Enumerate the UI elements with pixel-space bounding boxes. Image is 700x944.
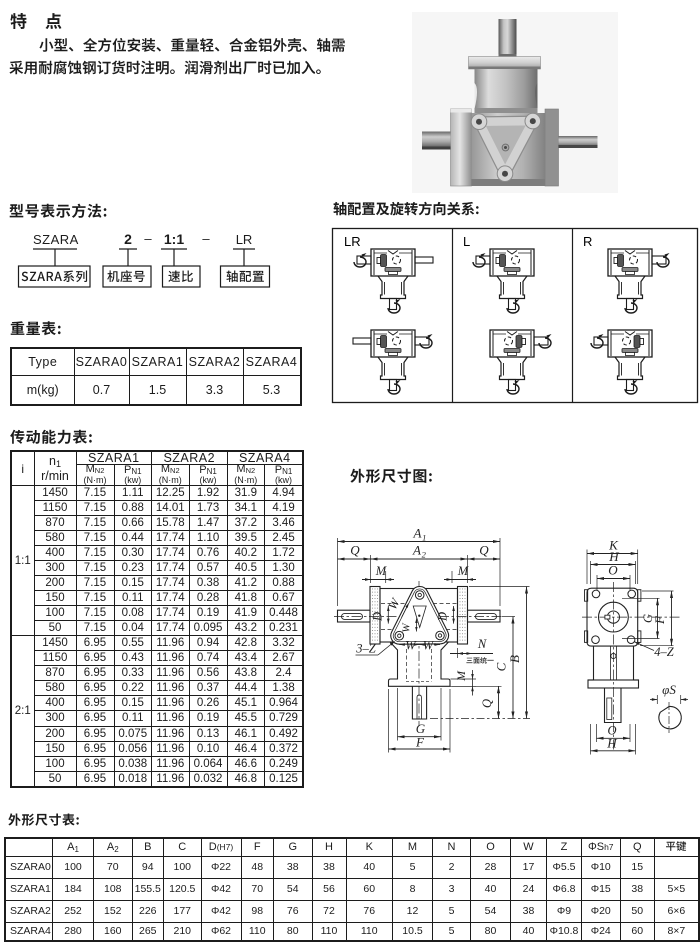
svg-text:H: H: [606, 736, 617, 751]
svg-text:W: W: [405, 639, 417, 653]
svg-text:C: C: [494, 662, 509, 671]
svg-text:G: G: [641, 614, 655, 623]
svg-text:B: B: [507, 655, 522, 663]
svg-text:2: 2: [422, 550, 427, 560]
svg-text:W: W: [423, 639, 435, 653]
svg-text:H: H: [608, 549, 619, 564]
svg-text:D: D: [436, 612, 450, 622]
svg-text:Q: Q: [350, 543, 360, 558]
svg-text:N: N: [477, 637, 487, 651]
svg-text:M: M: [457, 564, 469, 578]
svg-text:K: K: [608, 538, 619, 553]
svg-text:L: L: [463, 234, 470, 249]
svg-text:LR: LR: [344, 234, 361, 249]
svg-text:Q: Q: [479, 543, 489, 558]
svg-text:1: 1: [422, 533, 426, 543]
svg-text:3–Z: 3–Z: [355, 642, 377, 656]
svg-text:A: A: [413, 526, 422, 541]
svg-text:O: O: [607, 724, 616, 738]
svg-text:4–Z: 4–Z: [654, 645, 675, 659]
svg-text:M: M: [454, 670, 468, 682]
svg-text:A: A: [412, 543, 421, 558]
svg-text:φS: φS: [662, 682, 676, 697]
svg-text:R: R: [583, 234, 592, 249]
svg-text:G: G: [416, 721, 426, 736]
svg-text:O: O: [608, 563, 618, 578]
svg-text:F: F: [652, 615, 667, 625]
svg-text:M: M: [375, 564, 387, 578]
svg-text:Q: Q: [480, 699, 494, 708]
svg-text:W: W: [401, 623, 413, 633]
svg-text:D: D: [371, 612, 385, 622]
svg-text:F: F: [415, 735, 425, 750]
